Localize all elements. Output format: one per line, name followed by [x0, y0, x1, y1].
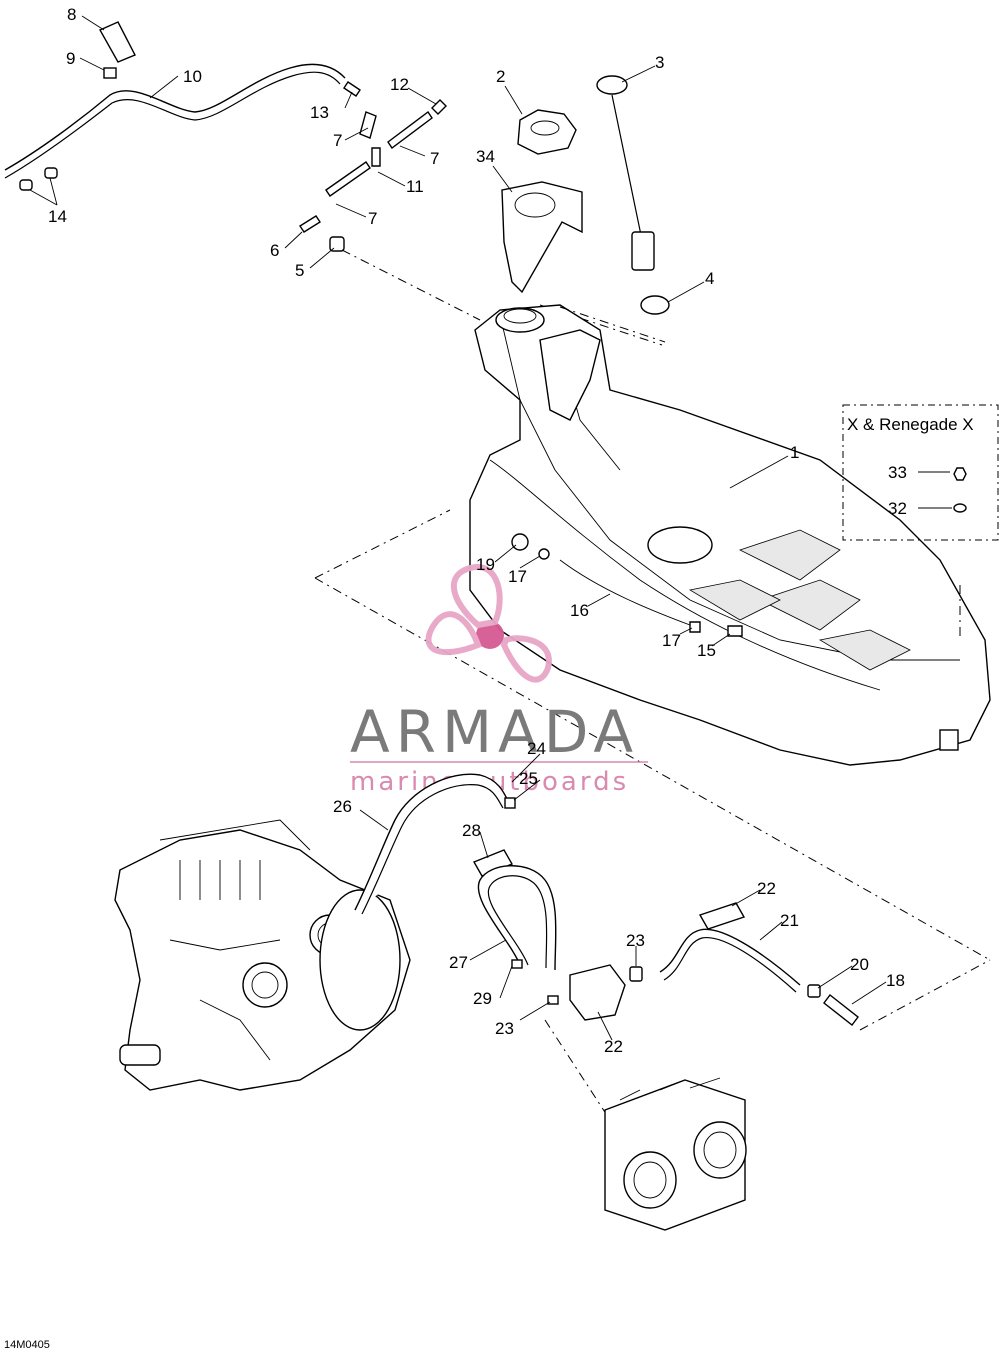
callout-19: 19: [476, 555, 495, 574]
callout-6: 6: [270, 241, 279, 260]
filler-cap-group: [501, 75, 670, 346]
callout-29: 27: [449, 953, 468, 972]
callout-labels: 8 9 10 14 13 12 7 7 11 7 6 5 2 3 34 4 1 …: [48, 5, 907, 1056]
callout-8: 8: [67, 5, 76, 24]
fuel-pump-group: [354, 773, 859, 1026]
callout-17b: 17: [662, 631, 681, 650]
callout-20: 20: [850, 955, 869, 974]
callout-14: 14: [48, 207, 67, 226]
callout-15: 15: [697, 641, 716, 660]
callout-5: 5: [295, 261, 304, 280]
callout-7b: 7: [430, 149, 439, 168]
engine: [114, 819, 411, 1091]
callout-33: 33: [888, 463, 907, 482]
callout-28: 26: [333, 797, 352, 816]
reference-code: 14M0405: [4, 1339, 50, 1351]
callout-24: 22: [604, 1037, 623, 1056]
callout-9: 9: [66, 49, 75, 68]
callout-25: 23: [495, 1019, 514, 1038]
callout-26: 24: [527, 739, 546, 758]
watermark-logo: [425, 563, 552, 683]
callout-34: 34: [476, 147, 495, 166]
callout-23: 23: [626, 931, 645, 950]
callout-4: 4: [705, 269, 714, 288]
leader-lines: [29, 15, 887, 1041]
callout-10: 10: [183, 67, 202, 86]
callout-30: 28: [462, 821, 481, 840]
watermark-brand: ARMADA: [350, 698, 639, 766]
carburetors: [604, 1077, 747, 1231]
callout-7a: 7: [333, 131, 342, 150]
callout-17a: 17: [508, 567, 527, 586]
variant-box: X & Renegade X: [842, 404, 999, 541]
callout-1: 1: [790, 443, 799, 462]
callout-7c: 7: [368, 209, 377, 228]
callout-16: 16: [570, 601, 589, 620]
callout-22: 22: [757, 879, 776, 898]
callout-11: 11: [406, 177, 424, 196]
callout-13: 13: [310, 103, 329, 122]
callout-12: 12: [390, 75, 409, 94]
callout-2: 2: [496, 67, 505, 86]
variant-box-label: X & Renegade X: [847, 415, 974, 434]
callout-18: 18: [886, 971, 905, 990]
callout-21: 21: [780, 911, 799, 930]
callout-32: 32: [888, 499, 907, 518]
callout-27: 25: [519, 769, 538, 788]
callout-3: 3: [655, 53, 664, 72]
fuel-tank: [469, 304, 991, 766]
vent-hose-assembly: [4, 21, 481, 321]
callout-31: 29: [473, 989, 492, 1008]
